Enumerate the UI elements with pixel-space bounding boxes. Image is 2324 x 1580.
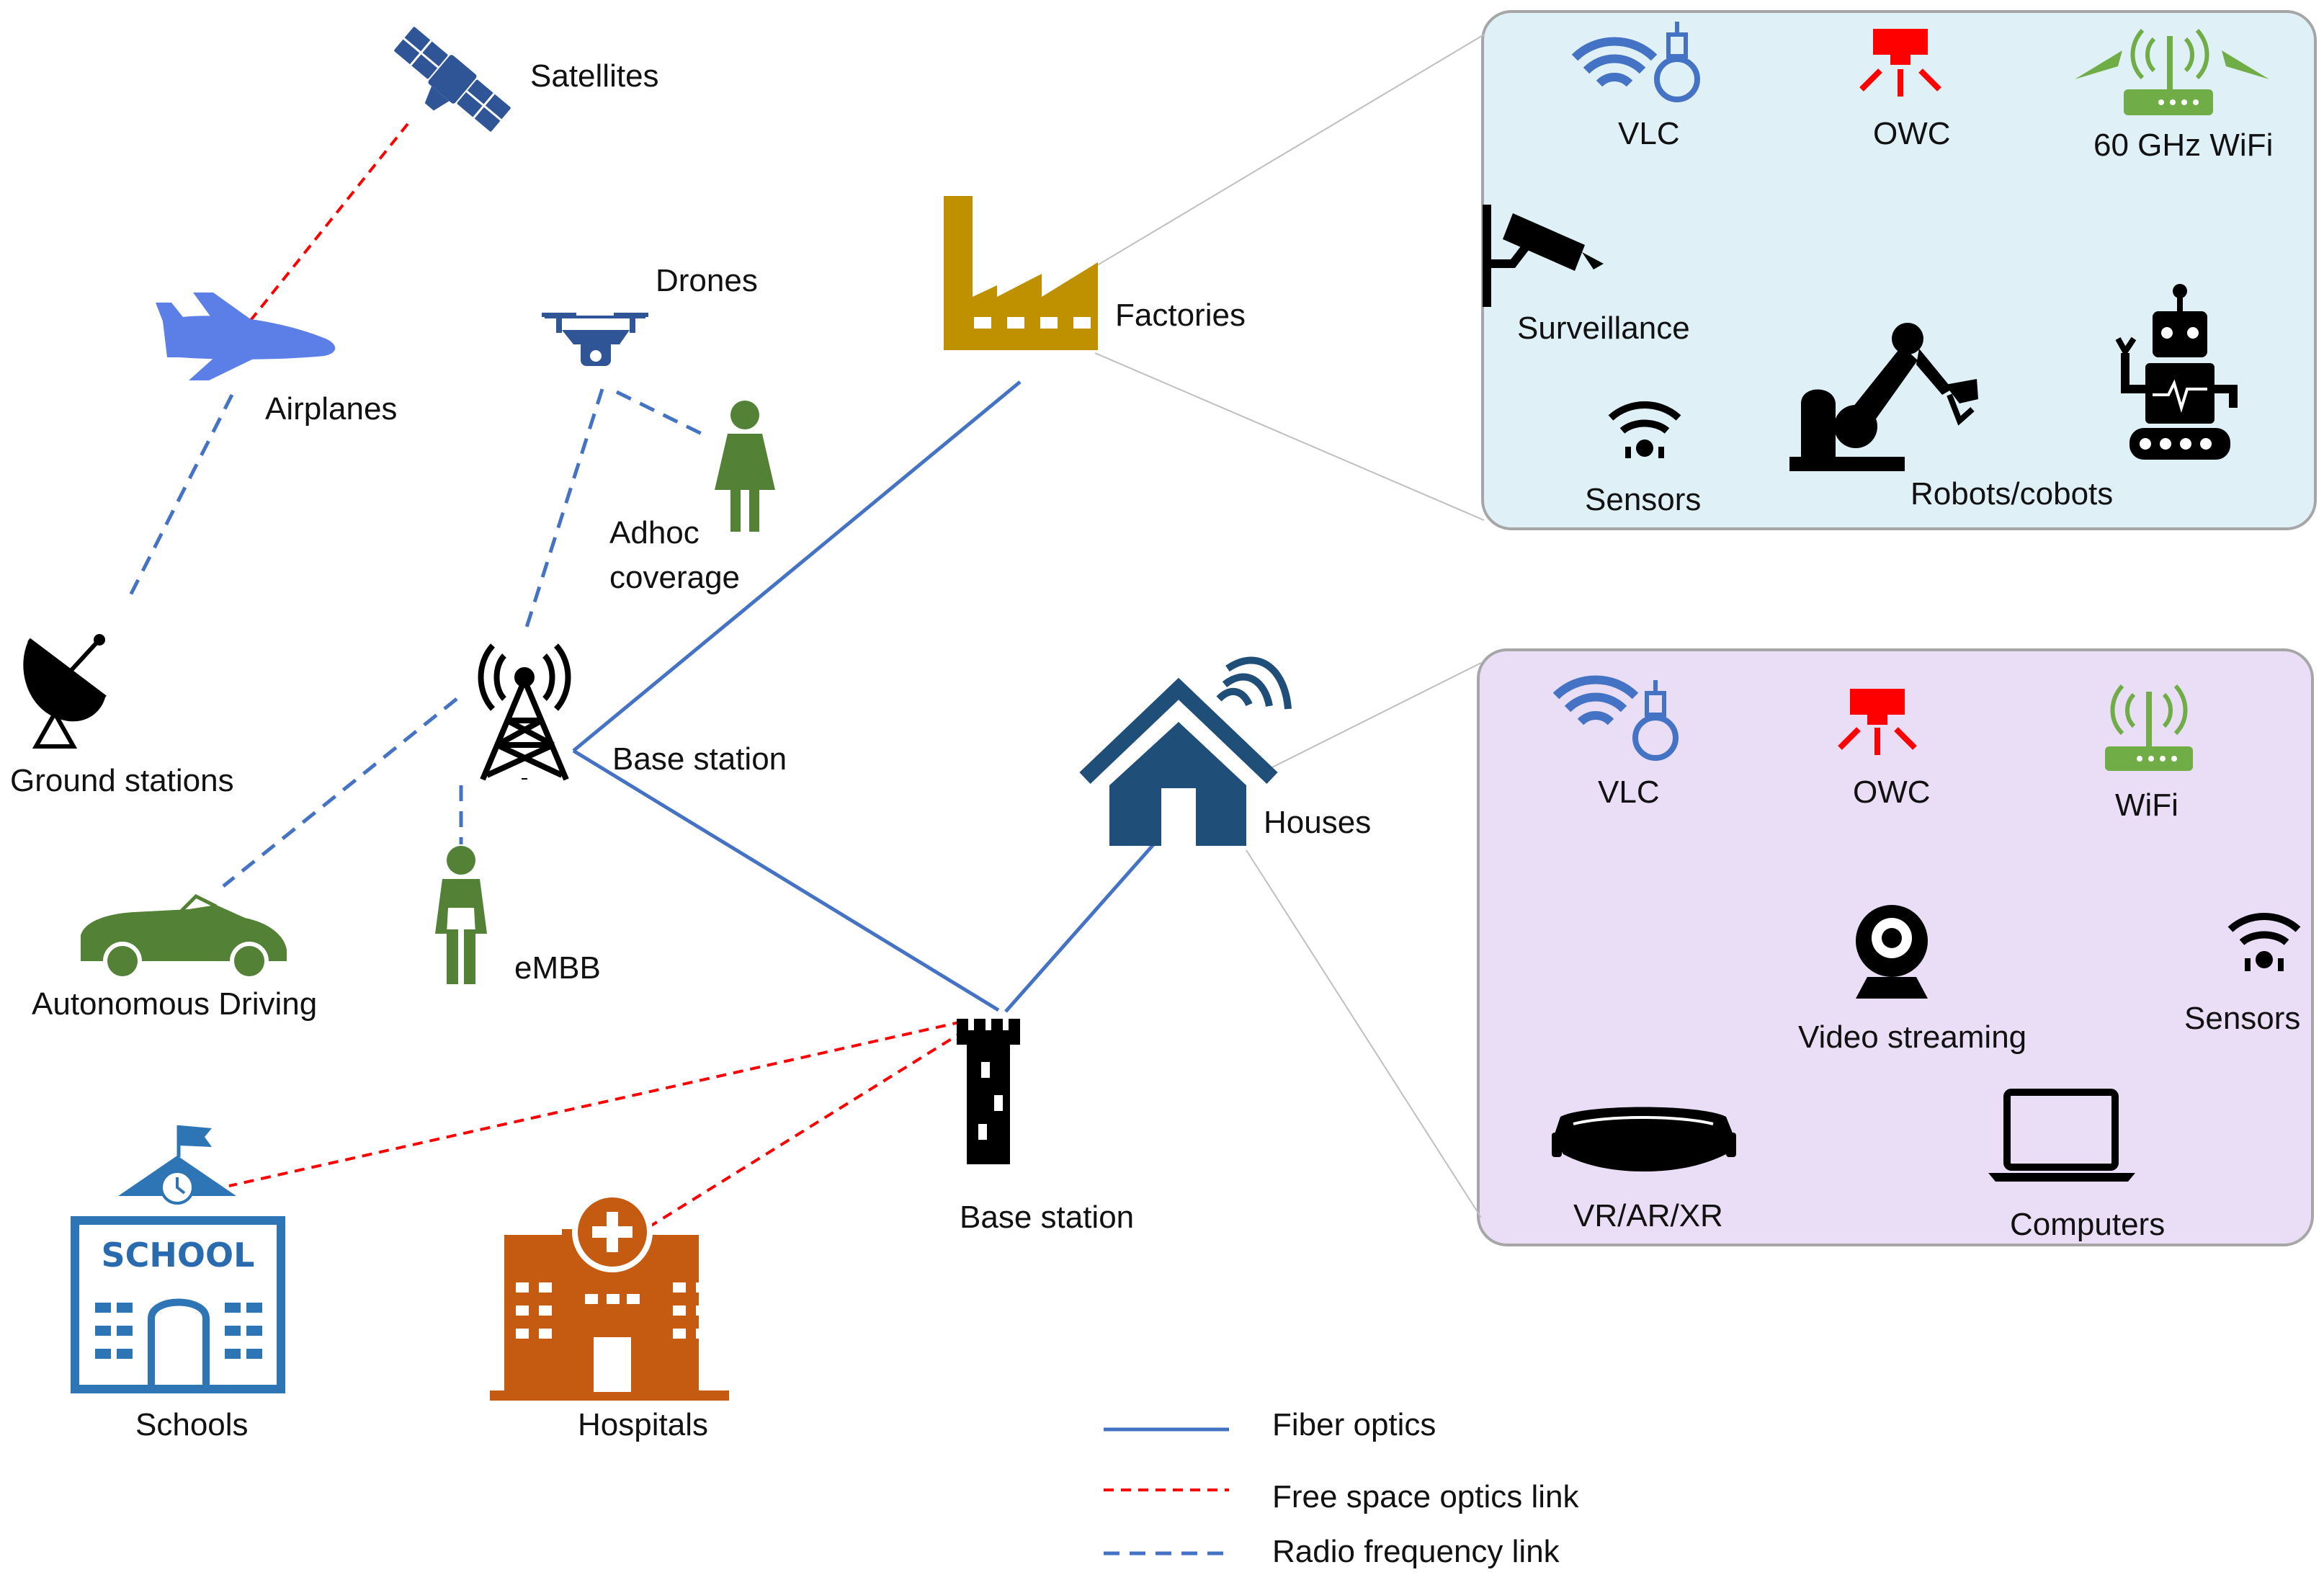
schools-label: Schools: [135, 1407, 249, 1442]
factory-robots-label: Robots/cobots: [1910, 476, 2113, 512]
house-vlc-label: VLC: [1598, 775, 1660, 810]
airplane-icon: [156, 293, 336, 380]
ground-station-icon: [23, 634, 107, 749]
school-sign-text: SCHOOL: [102, 1236, 255, 1275]
house-icon: [1079, 656, 1292, 846]
base-station-label: Base station: [612, 741, 787, 777]
house-vr-label: VR/AR/XR: [1573, 1198, 1723, 1233]
rf-link: [615, 390, 709, 439]
drone-icon: [542, 313, 648, 366]
robot-arm-icon: [1789, 323, 1978, 471]
base-station-tower-icon: [478, 643, 571, 781]
owc-icon: [1859, 29, 1941, 97]
factory-icon: [944, 196, 1098, 350]
factory-wifi60-label: 60 GHz WiFi: [2093, 128, 2273, 163]
base-station-castle-icon: [957, 1019, 1020, 1164]
rf-link: [125, 393, 234, 604]
embb-label: eMBB: [514, 950, 601, 986]
satellite-icon: [394, 27, 511, 132]
hospital-icon: [490, 1192, 729, 1401]
factories-label: Factories: [1115, 298, 1246, 333]
base-station-lower-label: Base station: [960, 1200, 1134, 1235]
satellites-label: Satellites: [530, 58, 659, 94]
fso-link: [228, 1020, 963, 1187]
adhoc-label: Adhoc: [609, 515, 700, 550]
factory-surveillance-label: Surveillance: [1517, 311, 1690, 346]
house-wifi-label: WiFi: [2115, 787, 2178, 823]
robot-icon: [2115, 284, 2238, 460]
house-computers-label: Computers: [2010, 1207, 2165, 1242]
legend-fiber-label: Fiber optics: [1272, 1407, 1436, 1442]
fso-link: [633, 1029, 967, 1238]
fiber-link: [572, 380, 1022, 752]
house-sensors-label: Sensors: [2184, 1001, 2300, 1036]
autonomous-driving-label: Autonomous Driving: [32, 986, 317, 1022]
vlc-icon: [1571, 22, 1700, 102]
airplanes-label: Airplanes: [265, 391, 397, 427]
factory-owc-label: OWC: [1873, 116, 1951, 151]
rf-link: [222, 697, 458, 888]
owc-icon: [1838, 689, 1917, 755]
factory-zoom-line: [1094, 352, 1485, 521]
car-icon: [81, 893, 287, 981]
sensor-icon: [2227, 913, 2301, 971]
fso-link: [239, 122, 409, 334]
legend: Fiber optics Free space optics link Radi…: [1104, 1407, 1580, 1569]
house-zoom-line: [1264, 662, 1482, 772]
factory-vlc-label: VLC: [1618, 116, 1680, 151]
surveillance-camera-icon: [1483, 205, 1604, 307]
person-adhoc-icon: [715, 401, 775, 532]
wifi-router-icon: [2105, 684, 2193, 771]
factory-sensors-label: Sensors: [1585, 482, 1701, 517]
person-embb-icon: [435, 846, 487, 984]
legend-rf-label: Radio frequency link: [1272, 1534, 1560, 1569]
house-zoom-line: [1246, 849, 1482, 1218]
house-video-label: Video streaming: [1798, 1019, 2026, 1055]
houses-label: Houses: [1264, 805, 1371, 840]
vr-headset-icon: [1552, 1107, 1736, 1171]
laptop-icon: [1988, 1089, 2135, 1182]
legend-fso-label: Free space optics link: [1272, 1479, 1580, 1514]
house-owc-label: OWC: [1853, 775, 1931, 810]
ground-stations-label: Ground stations: [10, 763, 234, 798]
sensor-icon: [1608, 401, 1681, 458]
webcam-icon: [1856, 905, 1928, 999]
fiber-link: [1004, 834, 1163, 1013]
wifi-60ghz-router-icon: [2075, 28, 2269, 115]
drones-label: Drones: [656, 263, 758, 298]
vlc-icon: [1552, 675, 1679, 761]
rf-link: [522, 388, 604, 635]
fiber-link: [572, 749, 1000, 1012]
hospitals-label: Hospitals: [578, 1407, 708, 1442]
factory-zoom-line: [1094, 34, 1485, 267]
school-icon: SCHOOL: [71, 1125, 285, 1393]
adhoc-label-line2: coverage: [609, 560, 740, 595]
